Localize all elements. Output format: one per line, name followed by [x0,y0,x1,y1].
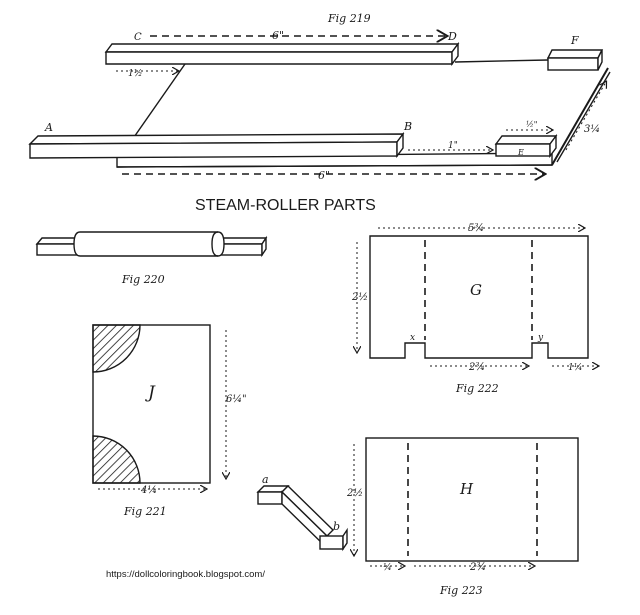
page-title: STEAM-ROLLER PARTS [195,197,376,214]
label-c: C [134,32,142,43]
fig-221-plate-j: J 6¼" 4¼ Fig 221 [92,324,247,518]
fig-223-plate-h: 2½ H ¼ 2¾ Fig 223 [346,437,579,597]
label-g: G [470,281,482,299]
label-j: J [145,383,156,403]
block-e [494,135,558,145]
fig-223-height: 2½ [346,488,363,499]
label-a: A [44,121,53,134]
fig-220-roller: Fig 220 [35,231,268,286]
crank-a-b: a b [256,473,348,552]
fig-222-caption: Fig 222 [455,382,499,395]
label-f: F [570,34,579,47]
dim-side-label: 3¼ [584,124,600,135]
fig-219-caption: Fig 219 [327,12,371,25]
right-side-bar [551,67,609,166]
fig-220-caption: Fig 220 [121,273,165,286]
fig-222-height: 2½ [351,292,368,303]
hatched-corner-bottom [92,435,141,484]
left-diagonal-bar [131,63,186,141]
crank-label-b: b [333,520,340,533]
block-f [546,49,604,59]
dim-top-6-label: 6" [272,29,284,42]
fig-219-frame: Fig 219 C D F A [28,12,611,182]
notch-y: y [537,333,544,343]
fig-221-height: 6¼" [226,394,247,405]
plate-h [365,437,579,562]
fig-223-inner: 2¾ [469,562,486,573]
bar-c-d [104,43,460,53]
crank-label-a: a [262,473,269,486]
fig-222-plate-g: 5¾ 2½ G x y 2¾ 1¼ Fig 222 [351,223,598,395]
label-e: E [517,148,524,157]
fig-222-right: 1¼ [568,362,582,373]
label-d: D [447,30,457,43]
roller-cylinder [73,231,225,257]
dim-mid-label: 1" [448,141,458,151]
fig-223-left: ¼ [383,562,392,573]
hatched-corner-top [92,324,141,373]
dim-left-label: 1½ [128,68,142,79]
notch-x: x [410,333,415,343]
dim-bottom-6-label: 6" [318,169,330,182]
fig-221-caption: Fig 221 [123,505,167,518]
fig-223-caption: Fig 223 [439,584,483,597]
dim-small-label: ½" [526,120,537,129]
label-h: H [459,480,474,498]
fig-222-width: 5¾ [468,223,484,234]
fig-222-inner: 2¾ [468,362,485,373]
credit-url: https://dollcoloringbook.blogspot.com/ [106,569,265,580]
label-b: B [403,120,412,133]
fig-221-width: 4¼ [140,485,157,496]
